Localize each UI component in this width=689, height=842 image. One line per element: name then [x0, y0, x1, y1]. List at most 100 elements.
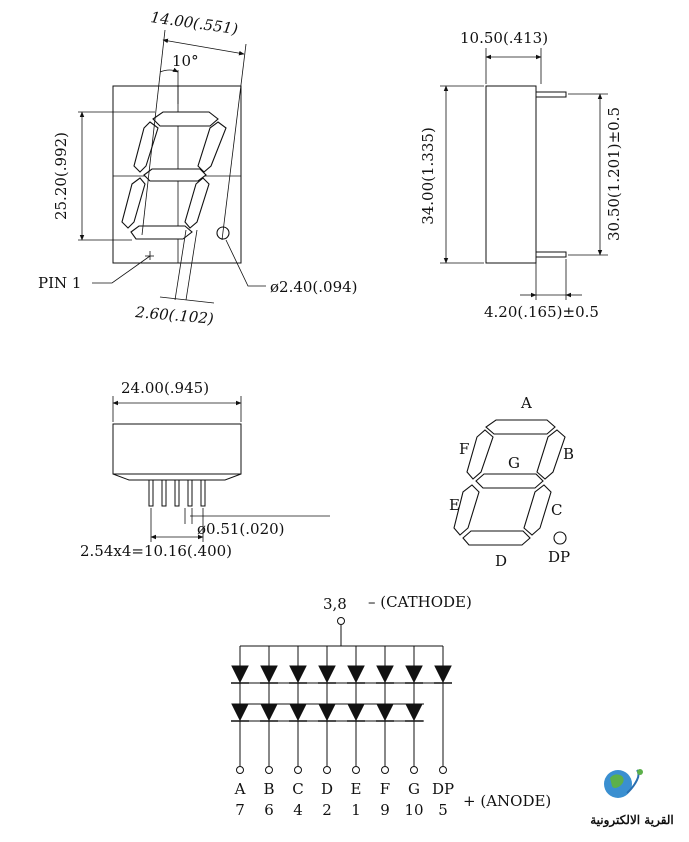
circuit-g-segment-label: G [408, 780, 420, 798]
seg-width-ext-left [174, 229, 187, 301]
bottom-body-outline [112, 423, 242, 475]
logo-text: القرية الالكترونية [590, 813, 674, 828]
front-extension-line-left [141, 29, 166, 236]
segment-map: A B C D E F G DP [449, 394, 574, 570]
map-label-e: E [449, 496, 460, 514]
circuit-dp-1-diode-triangle [434, 665, 452, 684]
circuit-f-2-diode-triangle [376, 703, 394, 722]
globe-land [610, 774, 624, 788]
angle-arc [159, 67, 179, 73]
circuit-f-pin-number: 9 [380, 801, 390, 819]
front-seg-a [152, 111, 219, 127]
circuit-a-2-diode-triangle [231, 703, 249, 722]
map-seg-g [475, 473, 544, 489]
bottom-view: 24.00(.945) ø0.51(.020) 2.54x4=10.16(.40… [80, 379, 330, 560]
map-label-a: A [520, 394, 532, 412]
bottom-pins [148, 479, 206, 507]
pin1-leader [92, 255, 151, 284]
circuit-c-segment-label: C [292, 780, 303, 798]
pin-length-dim-label: 4.20(.165)±0.5 [484, 303, 599, 321]
front-seg-g [143, 168, 207, 182]
map-seg-c [523, 484, 552, 536]
circuit-d-pin-number: 2 [322, 801, 332, 819]
bottom-body-base [112, 473, 242, 481]
circuit-b-1-diode-triangle [260, 665, 278, 684]
circuit-g-terminal [410, 766, 418, 774]
circuit-g-pin-number: 10 [404, 801, 423, 819]
map-seg-b [536, 429, 566, 480]
bottom-pin [174, 479, 180, 507]
front-seg-b [197, 121, 227, 173]
circuit-d-segment-label: D [321, 780, 333, 798]
map-seg-a [485, 419, 556, 435]
bottom-pin [187, 479, 193, 507]
map-label-b: B [563, 445, 574, 463]
circuit-e-segment-label: E [351, 780, 362, 798]
map-label-c: C [551, 501, 562, 519]
pin1-label: PIN 1 [38, 274, 81, 292]
circuit-e-2-diode-triangle [347, 703, 365, 722]
circuit-b-segment-label: B [263, 780, 274, 798]
dp-diameter-leader [225, 239, 266, 287]
circuit-e-terminal [352, 766, 360, 774]
pitch-dim-label: 2.54x4=10.16(.400) [80, 542, 232, 560]
circuit-g-2-diode-triangle [405, 703, 423, 722]
circuit-a-1-diode-triangle [231, 665, 249, 684]
circuit-c-pin-number: 4 [293, 801, 303, 819]
front-width-dim-label: 14.00(.551) [149, 8, 239, 38]
circuit-c-terminal [294, 766, 302, 774]
dp-diameter-label: ø2.40(.094) [270, 278, 358, 296]
front-width-dimension-line [162, 38, 245, 56]
map-seg-f [466, 429, 494, 480]
circuit-a-terminal [236, 766, 244, 774]
circuit-b-terminal [265, 766, 273, 774]
pin-diameter-label: ø0.51(.020) [197, 520, 285, 538]
map-seg-d [462, 530, 531, 546]
cathode-label: – (CATHODE) [368, 593, 472, 611]
front-seg-c [184, 177, 210, 229]
side-width-dim-label: 10.50(.413) [460, 29, 548, 47]
side-pin-top [535, 91, 567, 98]
map-label-g: G [508, 454, 520, 472]
front-view: 14.00(.551) 10° 25.20(.992) PIN 1 2.60(.… [38, 8, 358, 328]
circuit-b-pin-number: 6 [264, 801, 274, 819]
bottom-pin [200, 479, 206, 507]
anode-label: + (ANODE) [463, 792, 551, 810]
logo: القرية الالكترونية [590, 769, 674, 828]
circuit-e-1-diode-triangle [347, 665, 365, 684]
bottom-pin [148, 479, 154, 507]
circuit-c-2-diode-triangle [289, 703, 307, 722]
common-terminal [337, 617, 345, 625]
map-label-f: F [459, 440, 469, 458]
side-height-dim-label: 34.00(1.335) [419, 127, 437, 225]
front-digit [121, 111, 230, 240]
circuit-d-terminal [323, 766, 331, 774]
seg-width-dimension-line [159, 296, 215, 304]
seg-width-ext-right [185, 229, 198, 301]
angle-label: 10° [172, 52, 199, 70]
front-seg-f [133, 121, 159, 173]
circuit-d-2-diode-triangle [318, 703, 336, 722]
circuit-f-segment-label: F [380, 780, 390, 798]
common-pin-label: 3,8 [323, 595, 347, 613]
circuit-c-1-diode-triangle [289, 665, 307, 684]
circuit-a-segment-label: A [234, 780, 246, 798]
side-view: 10.50(.413) 34.00(1.335) 30.50(1.201)±0.… [419, 29, 623, 321]
circuit-dp-terminal [439, 766, 447, 774]
front-extension-line-right [221, 43, 247, 241]
circuit-e-pin-number: 1 [351, 801, 361, 819]
bottom-pin [161, 479, 167, 507]
circuit-f-1-diode-triangle [376, 665, 394, 684]
side-body-outline [485, 85, 537, 264]
map-label-d: D [495, 552, 507, 570]
front-seg-d [130, 225, 193, 240]
seg-width-dim-label: 2.60(.102) [134, 303, 215, 328]
map-seg-e [453, 484, 480, 536]
pin-span-dim-label: 30.50(1.201)±0.5 [605, 107, 623, 241]
circuit-a-pin-number: 7 [235, 801, 245, 819]
circuit-g-1-diode-triangle [405, 665, 423, 684]
bottom-width-dim-label: 24.00(.945) [121, 379, 209, 397]
